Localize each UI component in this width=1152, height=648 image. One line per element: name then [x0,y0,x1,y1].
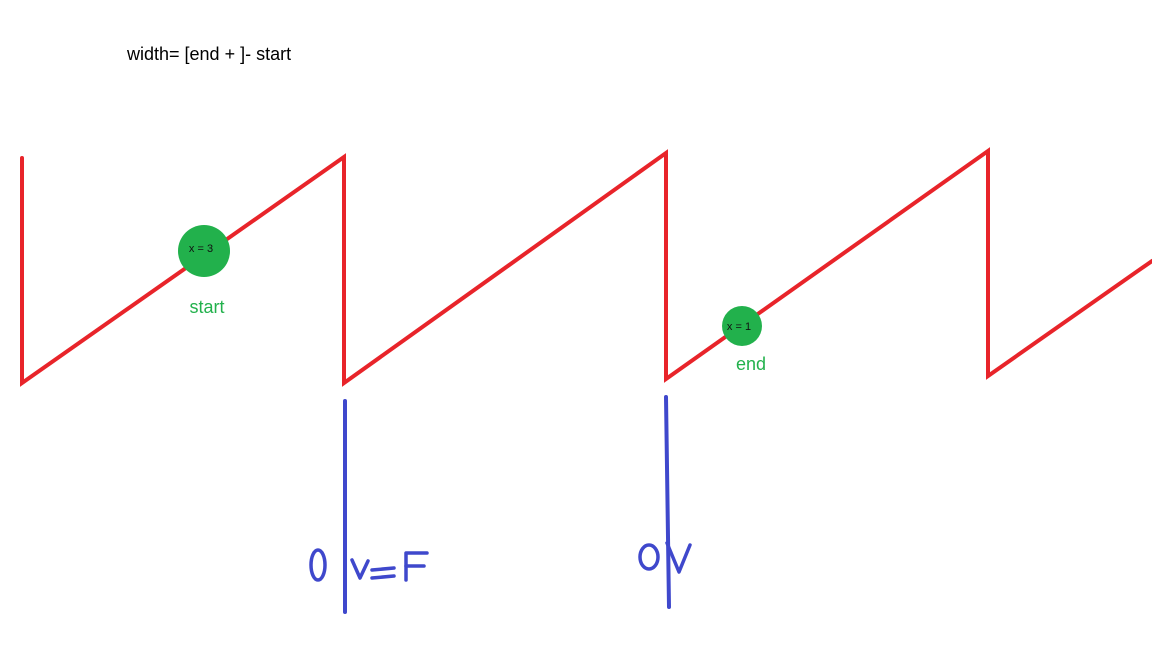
end-marker-dot [722,306,762,346]
right-divider-line [664,395,671,609]
start-marker-dot [178,225,230,277]
right-divider [638,395,692,609]
left-divider-handwritten-label [309,548,429,582]
end-marker: x = 1 end [722,306,766,374]
end-marker-caption: end [736,354,766,374]
sawtooth-wave [20,147,1152,387]
start-marker-caption: start [189,297,224,317]
start-marker: x = 3 start [178,225,230,317]
start-marker-value: x = 3 [189,243,213,255]
end-marker-value: x = 1 [727,321,751,333]
left-divider [309,399,429,614]
right-divider-handwritten-label [638,541,692,574]
formula-text: width= [end + ]- start [126,44,291,64]
